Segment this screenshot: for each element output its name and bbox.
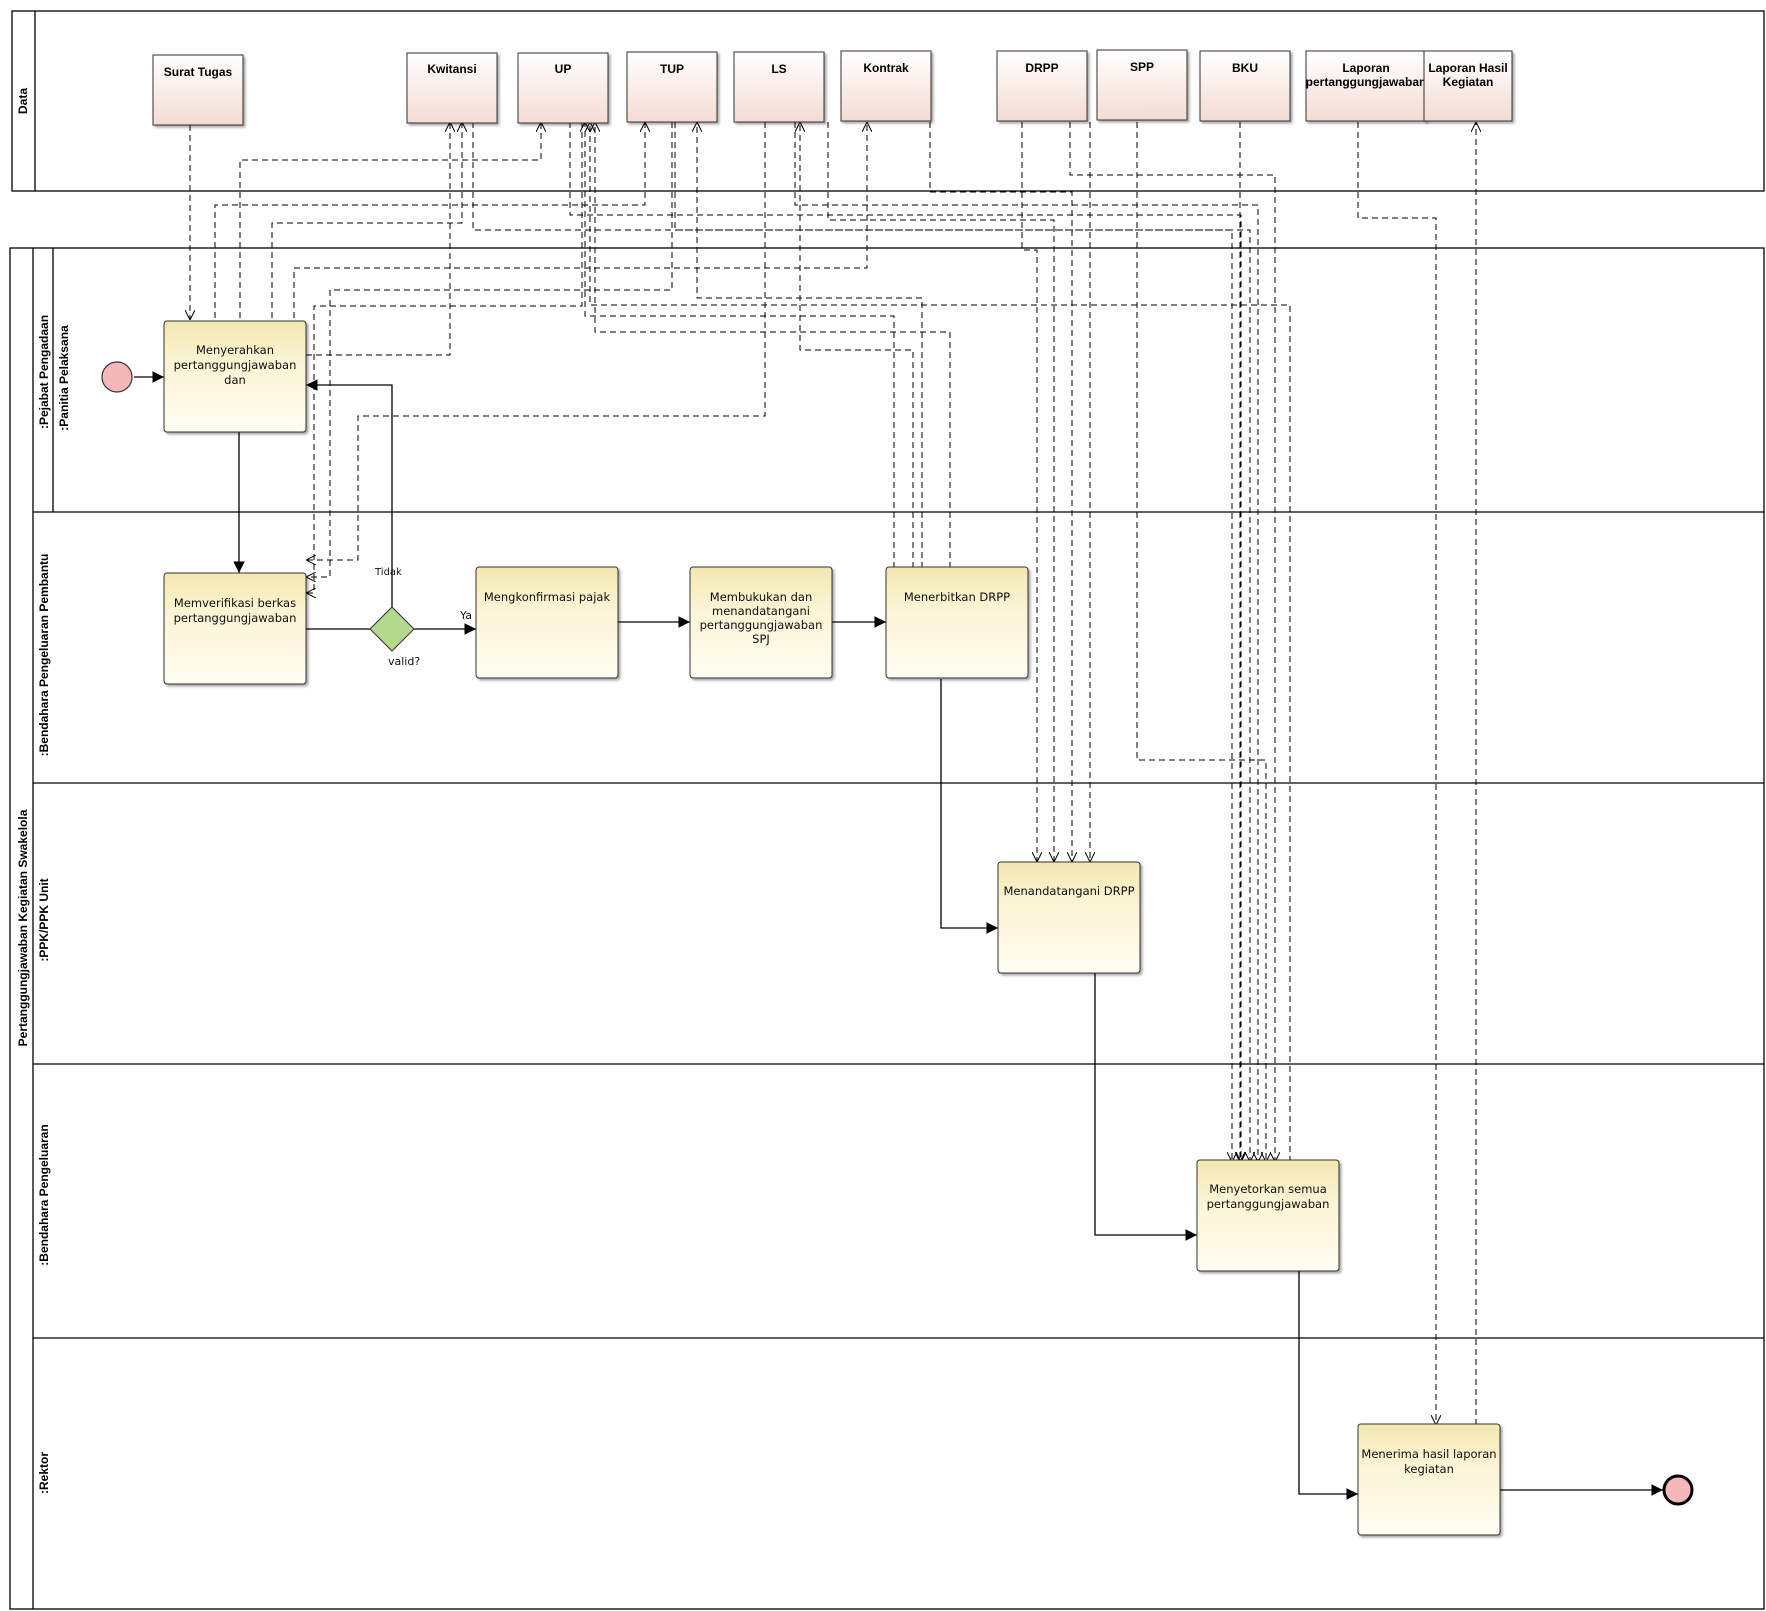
data-object-spp[interactable]: SPP [1096,49,1188,121]
main-pool: Pertanggungjawaban Kegiatan Swakelola :P… [9,247,1765,1610]
data-pool-label: Data [16,88,30,114]
lane-label-rektor: :Rektor [37,1452,51,1494]
svg-text:Menandatangani DRPP: Menandatangani DRPP [1003,884,1134,898]
lane-label-bpp: :Bendahara Pengeluaran Pembantu [37,554,51,757]
data-object-drpp[interactable]: DRPP [996,50,1088,122]
activity-mengkonfirmasi-pajak[interactable]: Mengkonfirmasi pajak [475,566,619,679]
svg-text:LS: LS [771,62,786,76]
svg-text:SPP: SPP [1130,60,1154,74]
lane-label-panitia: :Panitia Pelaksana [57,325,71,431]
gateway-label: valid? [388,655,420,668]
svg-text:TUP: TUP [660,62,684,76]
data-object-surat-tugas[interactable]: Surat Tugas [152,54,244,126]
lane-label-pejabat: :Pejabat Pengadaan [37,315,51,429]
data-object-up[interactable]: UP [517,52,609,124]
data-object-bku[interactable]: BKU [1199,50,1291,122]
main-pool-label: Pertanggungjawaban Kegiatan Swakelola [16,809,30,1046]
start-event [101,361,133,393]
gateway-yes-label: Ya [459,609,472,622]
svg-text:UP: UP [555,62,572,76]
sequence-flows [134,371,1663,1500]
data-object-tup[interactable]: TUP [626,51,718,123]
data-object-ls[interactable]: LS [733,51,825,123]
activity-menerbitkan-drpp[interactable]: Menerbitkan DRPP [885,566,1029,679]
data-pool: Data [11,10,1765,192]
gateway-valid[interactable]: valid? Ya Tidak [369,567,472,668]
activity-menandatangani-drpp[interactable]: Menandatangani DRPP [997,861,1141,974]
svg-text:Kwitansi: Kwitansi [427,62,476,76]
data-object-kontrak[interactable]: Kontrak [840,50,932,122]
svg-text:BKU: BKU [1232,61,1258,75]
lane-label-bp: :Bendahara Pengeluaran [37,1124,51,1265]
svg-text:Menerbitkan DRPP: Menerbitkan DRPP [904,590,1010,604]
gateway-no-label: Tidak [374,567,402,578]
data-objects: Surat Tugas Kwitansi UP TUP LS Kontrak D… [152,49,1513,126]
svg-text:Mengkonfirmasi pajak: Mengkonfirmasi pajak [484,590,611,604]
data-associations [190,122,1476,1425]
lane-label-ppk: :PPK/PPK Unit [37,878,51,961]
svg-text:Surat Tugas: Surat Tugas [164,65,233,79]
data-object-kwitansi[interactable]: Kwitansi [406,52,498,124]
svg-text:Kontrak: Kontrak [863,61,909,75]
svg-text:DRPP: DRPP [1025,61,1058,75]
end-event [1662,1474,1694,1506]
